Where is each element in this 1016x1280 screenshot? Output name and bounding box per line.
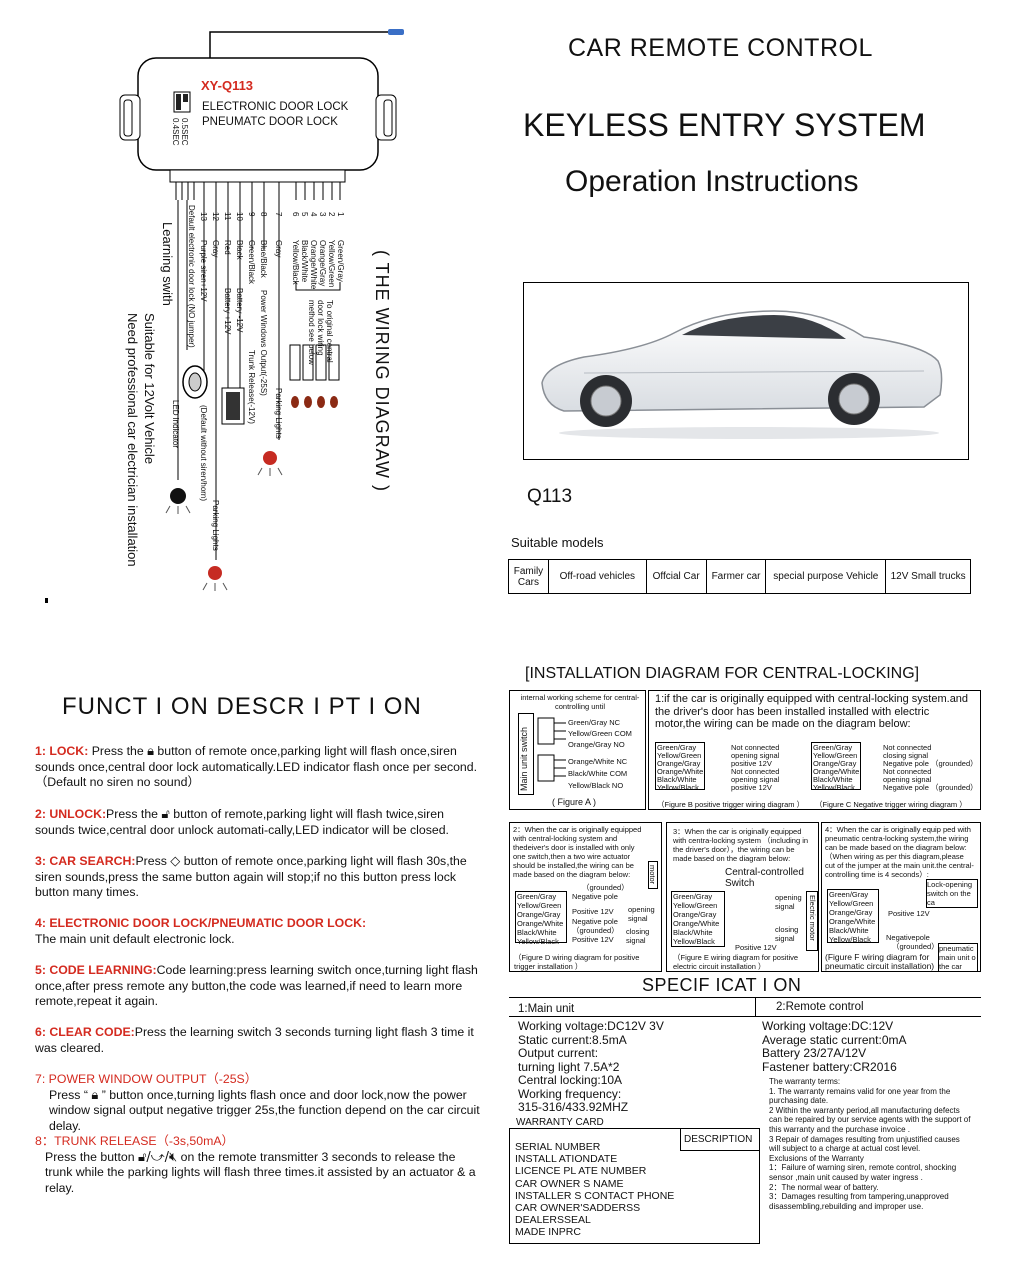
model-cell: Family Cars [509,560,549,593]
wire-num: 2 [327,212,336,217]
trunk-icons: 🔓︎/⤻/🔇︎ [137,1149,178,1165]
item-label: 1: LOCK: [35,744,89,758]
parking-lights2-label: Parking Lights [211,500,220,551]
wire-label: Orange/Gray [318,240,327,287]
padlock-closed-icon: 🔒︎ [91,1087,99,1103]
function-item-trunk: 8：TRUNK RELEASE（-3s,50mA） Press the butt… [35,1134,476,1195]
wire-label: Gray [274,240,283,258]
battery-plus-label: Battery +12V [223,288,232,335]
header-line2: KEYLESS ENTRY SYSTEM [523,107,926,143]
wire-label: Yellow/Green [327,240,336,288]
wire-label: Purple siren+12V [199,240,208,302]
padlock-open-icon: 🔓︎ [161,807,170,822]
model-cell: Offcial Car [647,560,707,593]
wire-num: 11 [223,212,232,221]
card-fields: SERIAL NUMBER INSTALL ATIONDATE LICENCE … [515,1141,675,1239]
spec-col1: Working voltage:DC12V 3V Static current:… [518,1019,664,1114]
models-table: Family Cars Off-road vehicles Offcial Ca… [508,559,971,594]
warranty-card-label: WARRANTY CARD [516,1117,604,1128]
professional-label: Need professional car electrician instal… [125,313,140,567]
wire-num: 8 [259,212,268,217]
function-item-window: 7: POWER WINDOW OUTPUT（-25S） Press “ 🔒︎ … [35,1072,480,1133]
wire-num: 4 [309,212,318,217]
car-photo-frame [523,282,969,460]
wire-num: 5 [300,212,309,217]
figure-e-box: 3：When the car is originally equipped wi… [666,822,819,972]
parking-lights-label: Parking Lights [274,388,283,439]
wire-label: Black/White [300,240,309,283]
spec-col2: Working voltage:DC:12V Average static cu… [762,1019,907,1074]
switch-label-1: 0.5SEC [180,118,189,146]
unit-model: XY-Q113 [201,78,254,93]
wire-label: Orange/White [309,240,318,290]
suitable-label: Suitable for 12Volt Vehicle [142,313,157,465]
figure-f-box: 4：When the car is originally equip ped w… [821,822,981,972]
led-indicator-label: LED indicator [171,400,180,449]
function-item-search: 3: CAR SEARCH:Press ◇ button of remote o… [35,854,467,899]
default-lock-label: Default electronic door lock (NO jumper) [187,205,196,348]
figure-a-box: internal working scheme for central-cont… [509,690,646,810]
wire-num: 7 [274,212,283,217]
wire-label: Green/Gray [336,240,345,282]
warranty-card: DESCRIPTION SERIAL NUMBER INSTALL ATIOND… [509,1128,760,1244]
battery-minus-label: Battery -12V [235,288,244,333]
wire-label: Green/Black [247,240,256,285]
suitable-models-label: Suitable models [511,535,604,550]
trunk-release-label: Trunk Release(-12V) [247,350,256,424]
learning-label: Learning swith [160,222,175,306]
diagram-title: ( THE WIRING DIAGRAW ) [372,250,392,492]
wire-num: 12 [211,212,220,221]
model-cell: Off-road vehicles [549,560,647,593]
padlock-closed-icon: 🔒︎ [147,744,154,759]
function-item-learning: 5: CODE LEARNING:Code learning:press lea… [35,963,478,1008]
model-cell: Farmer car [707,560,767,593]
door-note: To original central door lock wiring met… [307,300,334,365]
model-cell: special purpose Vehicle [766,560,887,593]
car-image [541,310,943,439]
switch-label-2: 0.4SEC [171,118,180,146]
wire-label: Yellow/Black [291,240,300,285]
spec-col2-head: 2:Remote control [776,1001,864,1013]
wire-num: 3 [318,212,327,217]
header-line1: CAR REMOTE CONTROL [568,34,873,62]
wire-label: Black [235,240,244,260]
model-cell: 12V Small trucks [890,571,966,582]
function-item-lock: 1: LOCK: Press the 🔒︎ button of remote o… [35,744,478,789]
unit-line1: ELECTRONIC DOOR LOCK [202,101,349,113]
figure-d-box: 2：When the car is originally equipped wi… [509,822,662,972]
function-title: FUNCT I ON DESCR I PT I ON [62,693,422,720]
figure-bc-box: 1:if the car is originally equipped with… [648,690,981,810]
spec-title: SPECIF ICAT I ON [642,975,802,995]
wiring-drawing [45,29,404,603]
function-item-unlock: 2: UNLOCK:Press the 🔓︎ button of remote,… [35,807,449,837]
car-search-icon: ◇ [170,854,181,869]
wire-label: Blue/Black [259,240,268,278]
warranty-terms: The warranty terms: 1. The warranty rema… [769,1077,971,1211]
wire-num: 6 [291,212,300,217]
power-windows-label: Power Windows Output(-25S) [259,290,268,396]
wire-num: 9 [247,212,256,217]
wire-label: Red [223,240,232,255]
unit-line2: PNEUMATC DOOR LOCK [202,116,338,128]
wire-label: Gray [211,240,220,258]
main-unit-switch-label: Main unit switch [519,726,529,791]
installation-title: [INSTALLATION DIAGRAM FOR CENTRAL-LOCKIN… [525,665,920,682]
function-item-doorlock: 4: ELECTRONIC DOOR LOCK/PNEUMATIC DOOR L… [35,916,367,946]
default-siren-label: (Default without siren/horn) [199,405,208,502]
wire-num: 1 [336,212,345,217]
wire-num: 13 [199,212,208,221]
model-code: Q113 [527,486,573,507]
wire-num: 10 [235,212,244,221]
spec-col1-head: 1:Main unit [518,1003,575,1015]
header-line3: Operation Instructions [565,165,859,198]
function-item-clear: 6: CLEAR CODE:Press the learning switch … [35,1025,474,1055]
